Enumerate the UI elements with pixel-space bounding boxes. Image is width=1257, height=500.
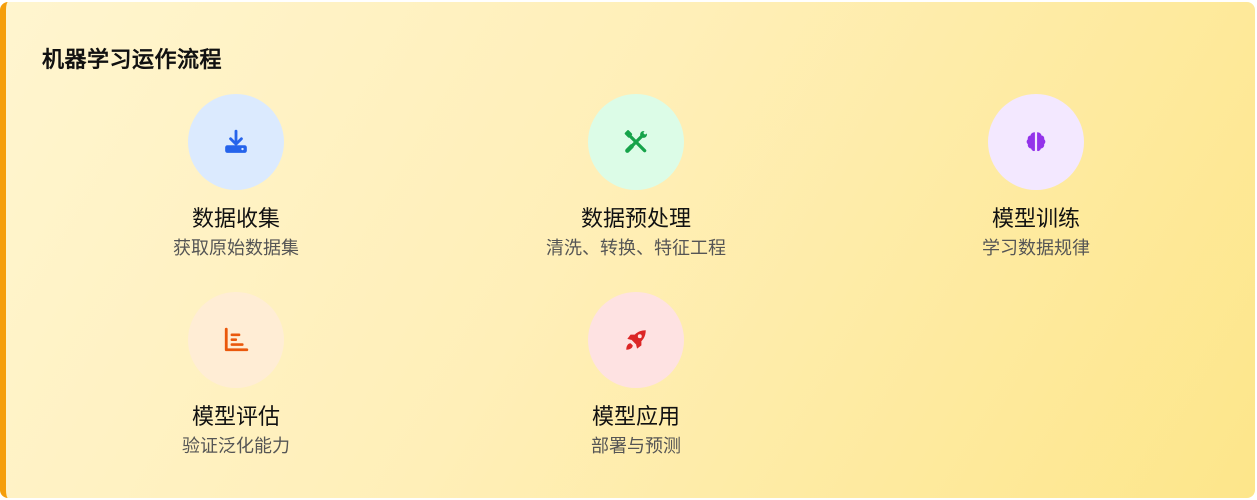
step-description: 验证泛化能力 <box>182 436 290 457</box>
step-title: 模型评估 <box>191 405 280 430</box>
page-title: 机器学习运作流程 <box>42 48 223 73</box>
step-description: 学习数据规律 <box>982 238 1090 259</box>
step-title: 数据预处理 <box>580 207 691 232</box>
step-icon-circle <box>988 94 1084 190</box>
step-model-evaluation: 模型评估 验证泛化能力 <box>86 292 386 458</box>
step-model-deployment: 模型应用 部署与预测 <box>486 292 786 458</box>
step-description: 部署与预测 <box>591 436 681 457</box>
chart-icon <box>224 327 249 352</box>
step-icon-circle <box>188 94 284 190</box>
download-icon <box>225 129 247 153</box>
step-model-training: 模型训练 学习数据规律 <box>886 94 1186 260</box>
step-data-collection: 数据收集 获取原始数据集 <box>86 94 386 260</box>
rocket-icon <box>626 330 646 350</box>
step-icon-circle <box>588 94 684 190</box>
step-icon-circle <box>588 292 684 388</box>
step-description: 清洗、转换、特征工程 <box>546 238 726 259</box>
brain-icon <box>1026 132 1046 152</box>
step-description: 获取原始数据集 <box>173 238 299 259</box>
step-icon-circle <box>188 292 284 388</box>
tools-icon <box>624 130 648 153</box>
step-title: 数据收集 <box>191 207 280 232</box>
step-title: 模型应用 <box>591 405 680 430</box>
step-title: 模型训练 <box>991 207 1080 232</box>
step-data-preprocessing: 数据预处理 清洗、转换、特征工程 <box>486 94 786 260</box>
